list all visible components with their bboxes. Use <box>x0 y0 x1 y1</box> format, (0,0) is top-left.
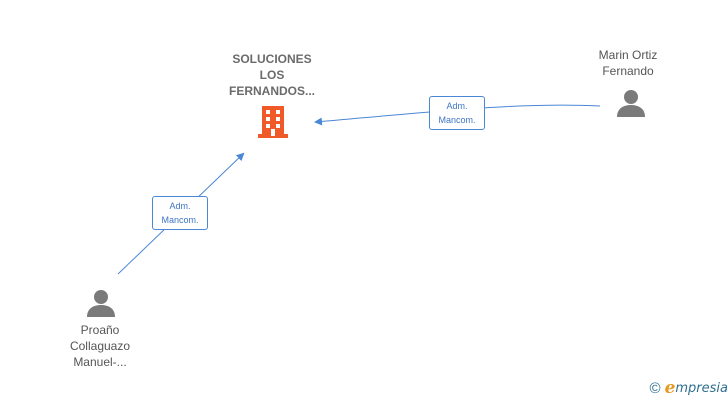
empresia-logo-initial: e <box>664 378 676 398</box>
edge-label-line: Mancom. <box>438 115 476 125</box>
person-icon[interactable] <box>86 288 116 318</box>
company-name-line-2: LOS <box>259 68 285 82</box>
edge-label-line: Mancom. <box>161 215 199 225</box>
edge-label-line: Adm. <box>169 201 191 211</box>
copyright-icon: © <box>649 379 661 397</box>
edge-label-proano: Adm. Mancom. <box>152 196 208 230</box>
empresia-logo-text: mpresia <box>675 380 728 396</box>
company-name-line-1: SOLUCIONES <box>232 52 312 66</box>
company-name-line-3: FERNANDOS... <box>228 84 315 98</box>
person-name-line: Fernando <box>602 64 654 78</box>
person-name-line: Manuel-... <box>73 355 127 369</box>
person-name-marin[interactable]: Marin Ortiz Fernando <box>578 47 678 79</box>
edge-label-marin: Adm. Mancom. <box>429 96 485 130</box>
person-name-line: Marin Ortiz <box>598 48 658 62</box>
person-icon[interactable] <box>616 88 646 118</box>
company-name[interactable]: SOLUCIONES LOS FERNANDOS... <box>212 51 332 99</box>
person-name-line: Collaguazo <box>69 339 131 353</box>
brand-watermark: © e mpresia <box>650 378 728 398</box>
person-name-proano[interactable]: Proaño Collaguazo Manuel-... <box>50 322 150 370</box>
person-name-line: Proaño <box>80 323 120 337</box>
building-icon[interactable] <box>257 104 289 138</box>
edge-label-line: Adm. <box>446 101 468 111</box>
